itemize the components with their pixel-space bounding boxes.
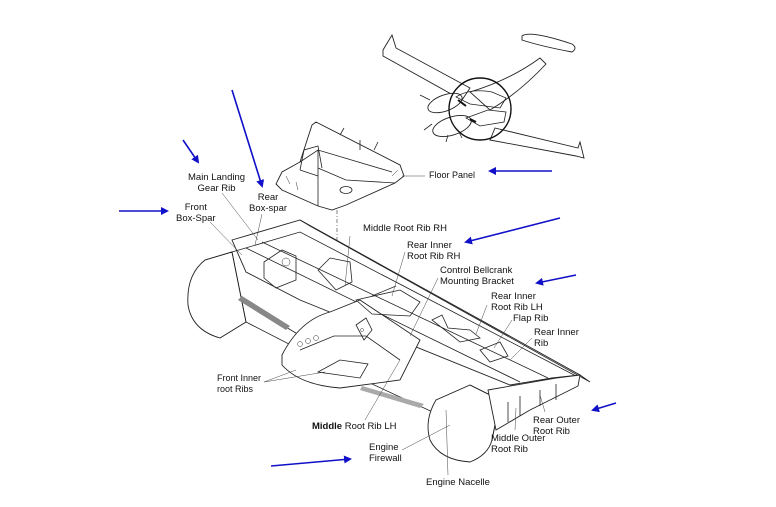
- arrow-rear-inner-root-rib-rh: [464, 217, 561, 245]
- label-line: Front: [184, 202, 207, 213]
- label-rear-inner-rib: Rear Inner Rib: [534, 327, 579, 349]
- label-middle-outer-root-rib: Middle Outer Root Rib: [491, 433, 545, 455]
- label-line: Box-spar: [249, 203, 288, 214]
- label-line: Middle Root Rib RH: [363, 223, 447, 234]
- label-engine-nacelle: Engine Nacelle: [426, 477, 490, 488]
- label-line: Floor Panel: [429, 170, 476, 180]
- arrow-main-landing-gear-rib: [182, 139, 200, 164]
- label-line: Rear Inner: [534, 327, 579, 338]
- label-engine-firewall: Engine Firewall: [369, 442, 402, 464]
- label-line: Root Rib: [491, 444, 528, 455]
- leader-lines: [209, 192, 546, 476]
- label-line: Root Rib RH: [407, 251, 461, 262]
- aircraft-overview-drawing: [382, 33, 585, 159]
- label-floor-panel: Floor Panel: [429, 170, 475, 181]
- label-rear-inner-root-rib-rh: Rear Inner Root Rib RH: [407, 240, 460, 262]
- label-middle-root-rib-rh: Middle Root Rib RH: [363, 223, 447, 234]
- label-middle-root-rib-lh: Middle Root Rib LH: [312, 421, 396, 432]
- label-line: Gear Rib: [197, 183, 236, 194]
- label-control-bellcrank-mounting-bracket: Control Bellcrank Mounting Bracket: [440, 265, 514, 287]
- label-line: Rear Outer: [533, 415, 580, 426]
- label-line: Main Landing: [188, 172, 246, 183]
- label-front-box-spar: Front Box-Spar: [176, 202, 216, 224]
- label-line: Rear: [257, 192, 279, 203]
- label-line: Flap Rib: [513, 313, 549, 324]
- label-line-bold: Middle: [312, 421, 343, 432]
- label-flap-rib: Flap Rib: [513, 313, 548, 324]
- arrow-engine-firewall: [270, 455, 352, 467]
- label-main-landing-gear-rib: Main Landing Gear Rib: [188, 172, 245, 194]
- arrow-control-bellcrank: [535, 274, 577, 286]
- label-line: Middle Outer: [491, 433, 546, 444]
- label-line: Root Rib: [533, 426, 570, 437]
- label-line: Box-Spar: [176, 213, 216, 224]
- label-line: Mounting Bracket: [440, 276, 514, 287]
- label-line: root Ribs: [217, 384, 254, 394]
- label-rear-outer-root-rib: Rear Outer Root Rib: [533, 415, 580, 437]
- label-line: Control Bellcrank: [440, 265, 513, 276]
- label-line: Rear Inner: [491, 291, 536, 302]
- label-line: Root Rib LH: [342, 421, 397, 432]
- annotation-arrows: [119, 89, 617, 467]
- label-line: Rib: [534, 338, 549, 349]
- label-line: Engine: [369, 442, 399, 453]
- label-line: Engine Nacelle: [426, 477, 490, 488]
- label-front-inner-root-ribs: Front Inner root Ribs: [217, 373, 261, 395]
- arrow-rear-box-spar: [231, 89, 265, 188]
- floor-panel-drawing: [275, 121, 425, 211]
- label-line: Root Rib LH: [491, 302, 543, 313]
- arrow-rear-outer-root-rib: [591, 402, 617, 413]
- label-rear-box-spar: Rear Box-spar: [249, 192, 287, 214]
- label-line: Rear Inner: [407, 240, 452, 251]
- label-line: Front Inner: [217, 373, 262, 383]
- label-line: Firewall: [369, 453, 402, 464]
- center-section-drawing: [187, 219, 591, 463]
- label-rear-inner-root-rib-lh: Rear Inner Root Rib LH: [491, 291, 543, 313]
